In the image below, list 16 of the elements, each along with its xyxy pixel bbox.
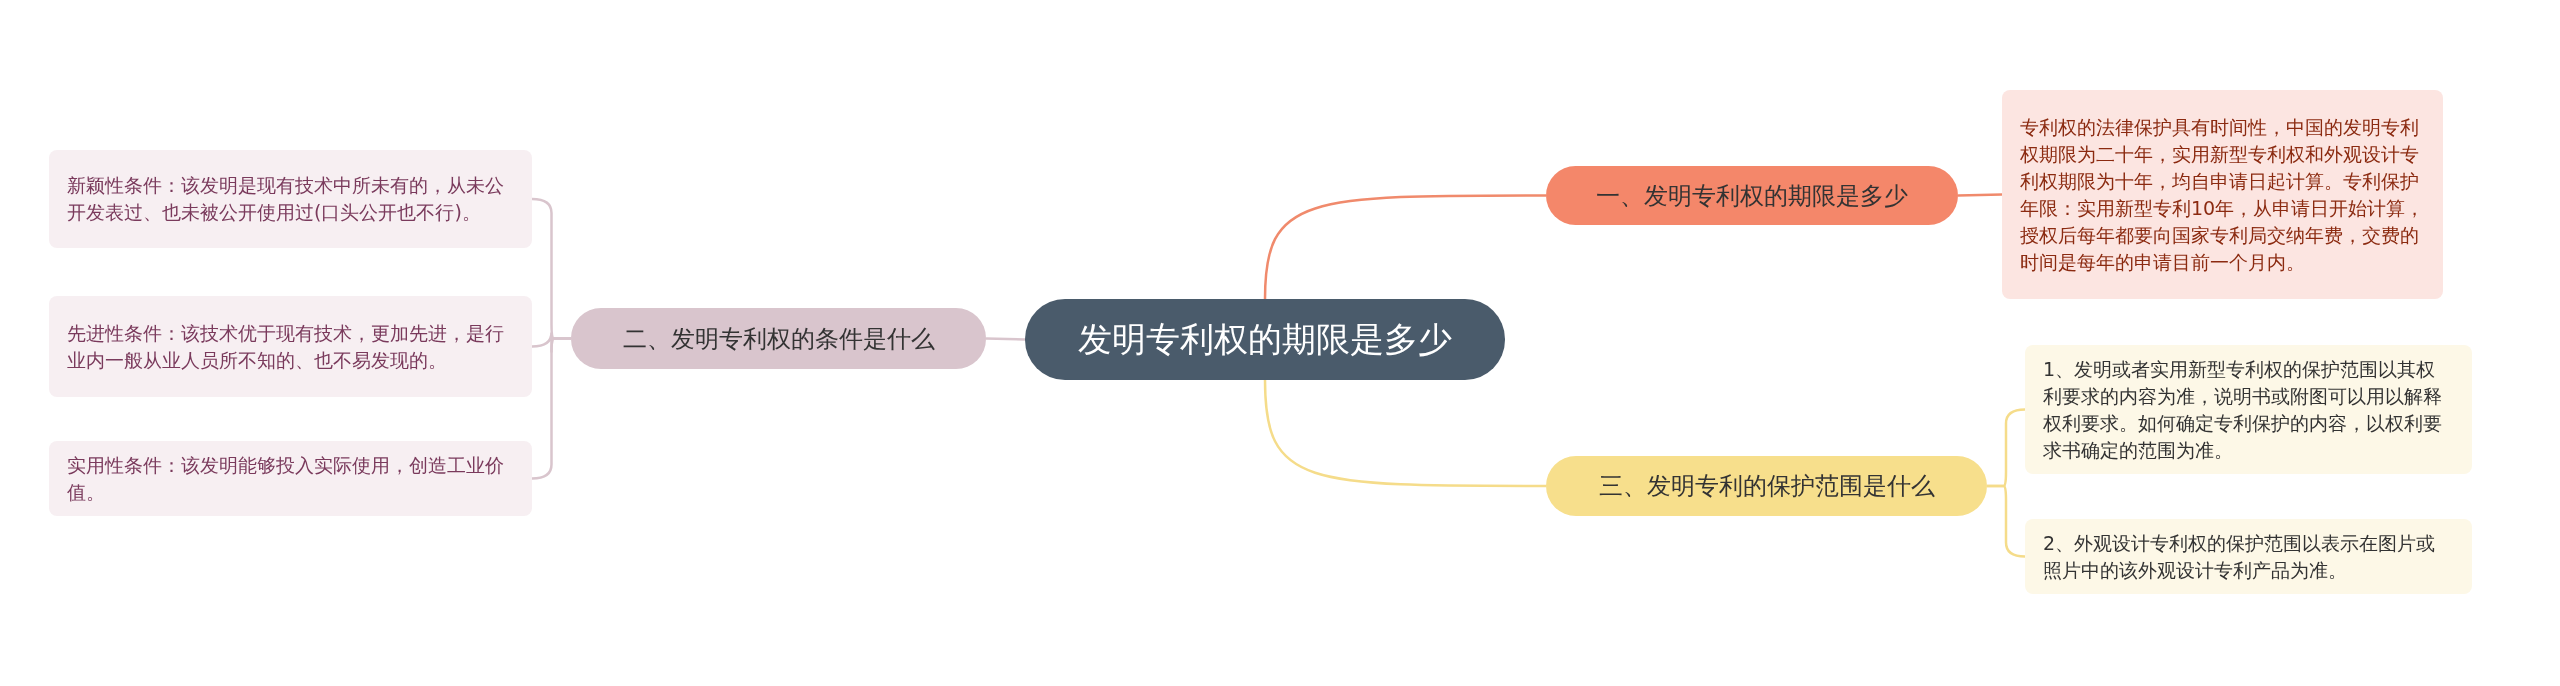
connector-line [1263,194,1546,300]
detail-box: 先进性条件：该技术优于现有技术，更加先进，是行业内一般从业人员所不知的、也不易发现的。 [49,296,532,397]
branch-topic: 三、发明专利的保护范围是什么 [1546,456,1987,516]
connector-line [1263,379,1546,488]
connector-line [985,337,1026,341]
detail-box: 实用性条件：该发明能够投入实际使用，创造工业价值。 [49,441,532,516]
detail-box: 1、发明或者实用新型专利权的保护范围以其权利要求的内容为准，说明书或附图可以用以解释权利要求。如何确定专利保护的内容，以权利要求书确定的范围为准。 [2025,345,2472,474]
branch-topic: 二、发明专利权的条件是什么 [571,308,986,369]
connector-line [1987,484,2026,558]
detail-box: 2、外观设计专利权的保护范围以表示在图片或照片中的该外观设计专利产品为准。 [2025,519,2472,594]
detail-box: 专利权的法律保护具有时间性，中国的发明专利权期限为二十年，实用新型专利权和外观设计专利权期限为十年，均自申请日起计算。专利保护年限：实用新型专利10年，从申请日开始计算，授权后每年都要向国家专利局交纳年费，交费的时间是每年的申请目前一个月内。 [2002,90,2443,299]
connector-line [1957,193,2003,197]
detail-box: 新颖性条件：该发明是现有技术中所未有的，从未公开发表过、也未被公开使用过(口头公开也不行)。 [49,150,532,248]
connector-line [531,337,571,480]
central-topic: 发明专利权的期限是多少 [1025,299,1505,380]
branch-topic: 一、发明专利权的期限是多少 [1546,166,1958,225]
